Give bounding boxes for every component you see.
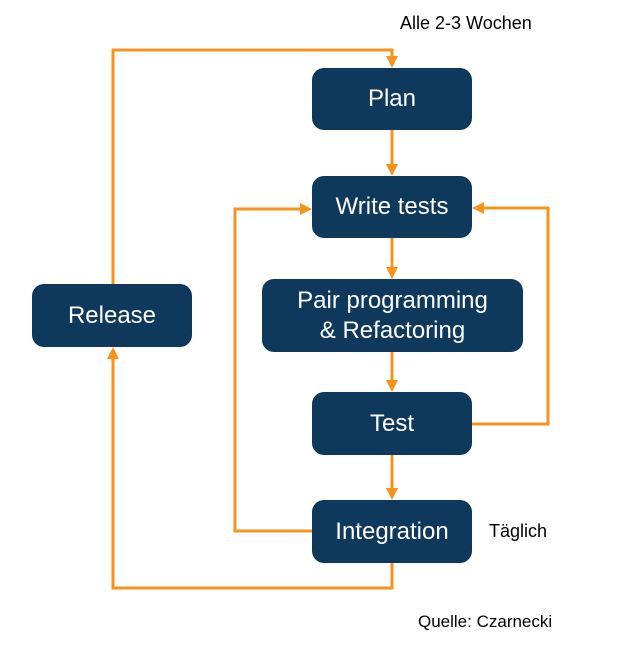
node-integration-label: Integration [335,517,449,545]
node-pair-programming-refactoring: Pair programming & Refactoring [262,279,523,352]
node-release-label: Release [67,301,157,329]
label-daily: Täglich [489,521,548,541]
connector-write-tests-to-pair [386,238,398,279]
arrowhead-into-integration-top [386,488,398,500]
connector-test-to-write-tests [472,202,550,426]
connector-release-to-plan [111,48,398,284]
arrowhead-into-write-tests-left [300,203,312,215]
connector-test-to-integration [386,455,398,500]
node-write-tests-label: Write tests [335,193,449,220]
connector-integration-to-write-tests [233,203,312,533]
node-pair-label-line2: & Refactoring [319,316,466,344]
connector-pair-to-test [386,352,398,392]
arrowhead-into-write-tests-top [386,164,398,176]
node-test-label: Test [369,409,414,437]
arrowhead-into-write-tests-right [472,202,484,214]
label-source-credit: Quelle: Czarnecki [418,612,553,631]
label-cycle-interval: Alle 2-3 Wochen [400,13,532,33]
connector-integration-to-release [107,347,394,590]
arrowhead-into-pair-top [386,267,398,279]
connector-plan-to-write-tests [386,130,398,176]
arrowhead-into-test-top [386,380,398,392]
node-write-tests: Write tests [312,176,472,238]
arrowhead-into-release-bottom [107,347,119,359]
node-release: Release [32,284,192,347]
node-plan-label: Plan [367,85,417,112]
node-pair-label-line1: Pair programming [297,286,488,314]
node-test: Test [312,392,472,455]
node-integration: Integration [312,500,472,563]
node-plan: Plan [312,68,472,130]
arrowhead-into-plan-top [386,56,398,68]
